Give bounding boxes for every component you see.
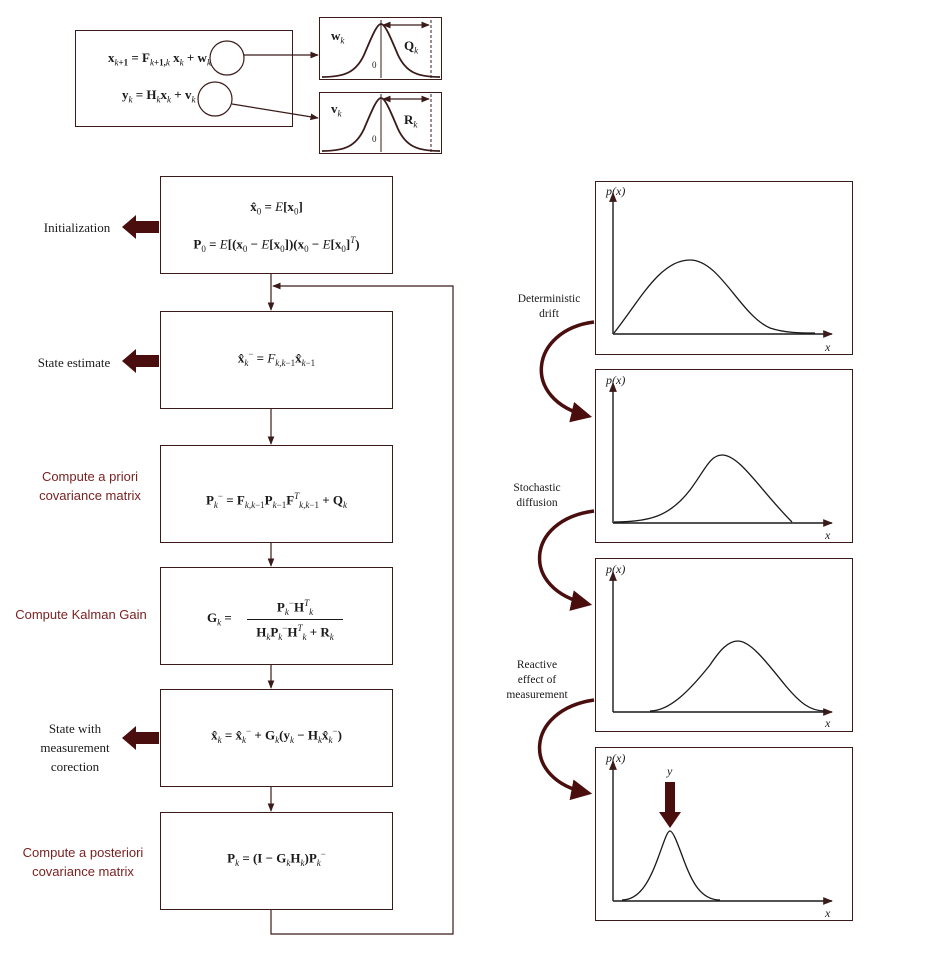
panel2-density-curve [613,454,793,523]
transition-diffusion-line2: diffusion [516,497,558,509]
measurement-noise-circle [197,81,233,117]
process-noise-circle [209,40,245,76]
state-estimate-box: x̂k− = Fk,k−1x̂k−1 [160,311,393,409]
panel1-axes [609,192,833,338]
panel4-axes [609,760,833,905]
state-correction-box: x̂k = x̂k− + Gk(yk − Hkx̂k−) [160,689,393,787]
panel4-xlabel: x [825,906,831,920]
kalman-gain-box: Gk = Pk−HTk HkPk−HTk + Rk [160,567,393,665]
process-noise-variance: Qk [404,38,419,56]
measurement-equation: yk = Hkxk + vk [122,87,196,105]
apriori-covariance-box: Pk− = Fk,k−1Pk−1FTk,k−1 + Qk [160,445,393,543]
panel2-xlabel: x [825,528,831,542]
density-panel-2 [595,369,853,543]
density-panel-1 [595,181,853,355]
label-initialization: Initialization [43,220,111,235]
label-aposteriori-line2: covariance matrix [32,864,134,879]
panel3-axes [609,571,833,716]
transition-diffusion-line1: Stochastic [513,482,561,494]
init-output-arrow [122,215,159,239]
transition-arrow-measurement [537,698,595,801]
label-state-estimate: State estimate [37,355,111,370]
label-correction-line2: measurement [40,740,110,755]
measurement-noise-variance: Rk [404,112,418,130]
measurement-arrow [659,782,681,828]
measurement-noise-name: vk [331,101,342,119]
system-model-box [75,30,293,127]
transition-measurement-line1: Reactive [516,659,558,671]
aposteriori-covariance-box: Pk = (I − GkHk)Pk− [160,812,393,910]
label-correction-line3: corection [50,759,100,774]
label-apriori-line2: covariance matrix [39,488,141,503]
initialization-box: x̂0 = E[x0] P0 = E[(x0 − E[x0])(x0 − E[x… [160,176,393,274]
transition-drift-line1: Deterministic [517,293,581,305]
transition-arrow-diffusion [537,509,595,611]
measurement-noise-link [231,103,319,121]
label-aposteriori-line1: Compute a posteriori [22,845,144,860]
panel1-density-curve [613,259,816,334]
process-noise-name: wk [331,28,345,46]
transition-drift-line2: drift [539,308,559,320]
transition-measurement-line2: effect of [517,674,557,686]
measurement-marker-label: y [667,764,673,778]
label-apriori-line1: Compute a priori [41,469,139,484]
transition-arrow-drift [539,320,595,423]
panel4-density-curve [621,830,721,901]
density-panel-3 [595,558,853,732]
transition-measurement-line3: measurement [506,689,568,701]
process-equation: xk+1 = Fk+1,k xk + wk [108,50,211,68]
state-estimate-output-arrow [122,349,159,373]
panel3-density-curve [649,640,826,712]
process-noise-curve [321,23,441,78]
process-noise-zero: 0 [372,60,377,70]
correction-output-arrow [122,726,159,750]
measurement-noise-zero: 0 [372,134,377,144]
label-kalman-gain: Compute Kalman Gain [15,607,147,622]
panel3-xlabel: x [825,716,831,730]
density-panel-4 [595,747,853,921]
measurement-noise-curve [321,97,441,152]
panel2-axes [609,382,833,527]
feedback-loop [270,282,454,935]
label-correction-line1: State with [48,721,102,736]
panel1-xlabel: x [825,340,831,354]
